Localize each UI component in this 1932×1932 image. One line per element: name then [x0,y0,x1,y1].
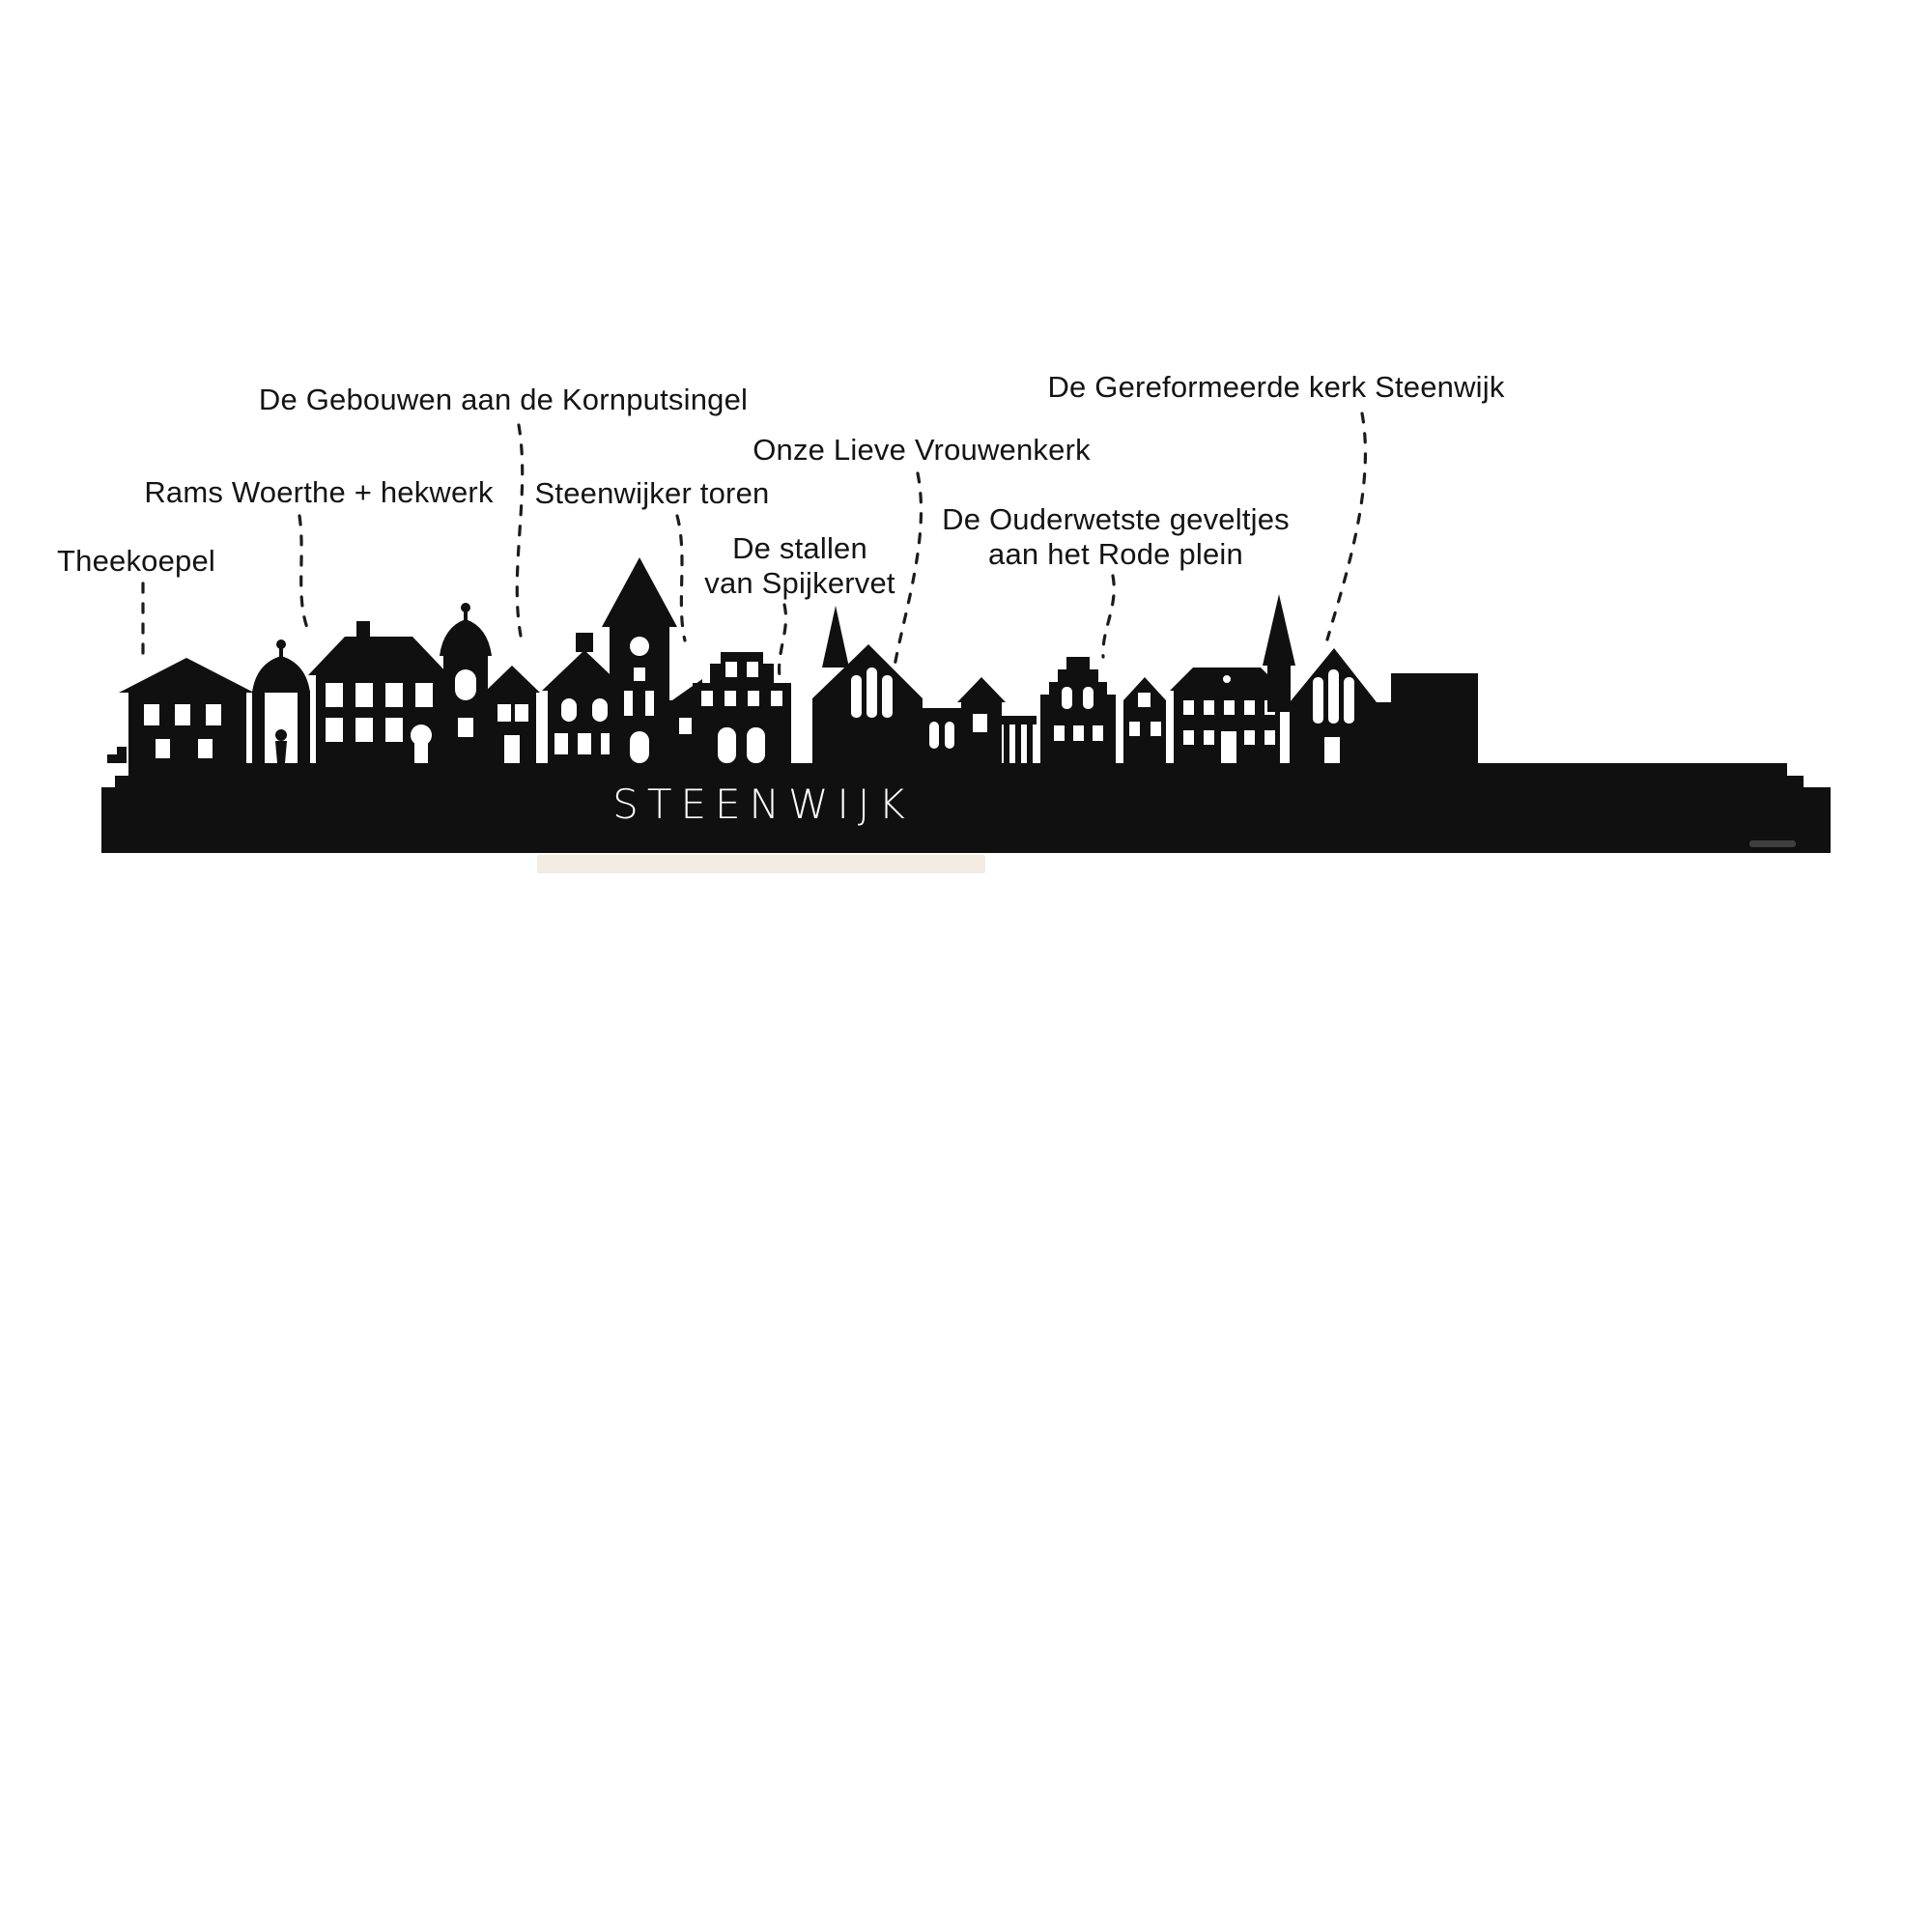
label-kornputsingel: De Gebouwen aan de Kornputsingel [258,383,749,416]
label-gereformeerde-kerk: De Gereformeerde kerk Steenwijk [1047,370,1505,404]
skyline-city-name: STEENWIJK [612,781,914,828]
label-theekoepel: Theekoepel [56,544,216,578]
building-onze-lieve-vrouwenkerk [812,606,963,766]
building-theekoepel-dome [252,639,310,764]
skyline-base [101,763,1831,853]
building-right-block [1391,673,1478,766]
label-stallen-spijkervet: De stallen van Spijkervet [704,531,895,600]
label-onze-lieve-vrouwenkerk: Onze Lieve Vrouwenkerk [753,433,1091,467]
building-left-house [107,658,254,766]
label-steenwijker-toren: Steenwijker toren [534,476,770,510]
building-kornputsingel [542,633,627,766]
skyline-silhouette: STEENWIJK [101,557,1831,853]
building-rams-woerthe [308,603,540,766]
building-house-and-fence [957,677,1037,766]
building-stepped-gable [1040,657,1116,766]
watermark [1749,840,1796,847]
label-rode-plein: De Ouderwetste geveltjes aan het Rode pl… [942,502,1290,571]
building-rode-plein-row [1170,668,1284,766]
stand-base [537,855,985,872]
building-steenwijker-toren [602,557,702,766]
building-stallen-spijkervet [693,652,791,766]
label-rams-woerthe: Rams Woerthe + hekwerk [144,475,494,509]
building-narrow-gable [1123,677,1166,766]
building-gereformeerde-kerk [1263,594,1391,766]
